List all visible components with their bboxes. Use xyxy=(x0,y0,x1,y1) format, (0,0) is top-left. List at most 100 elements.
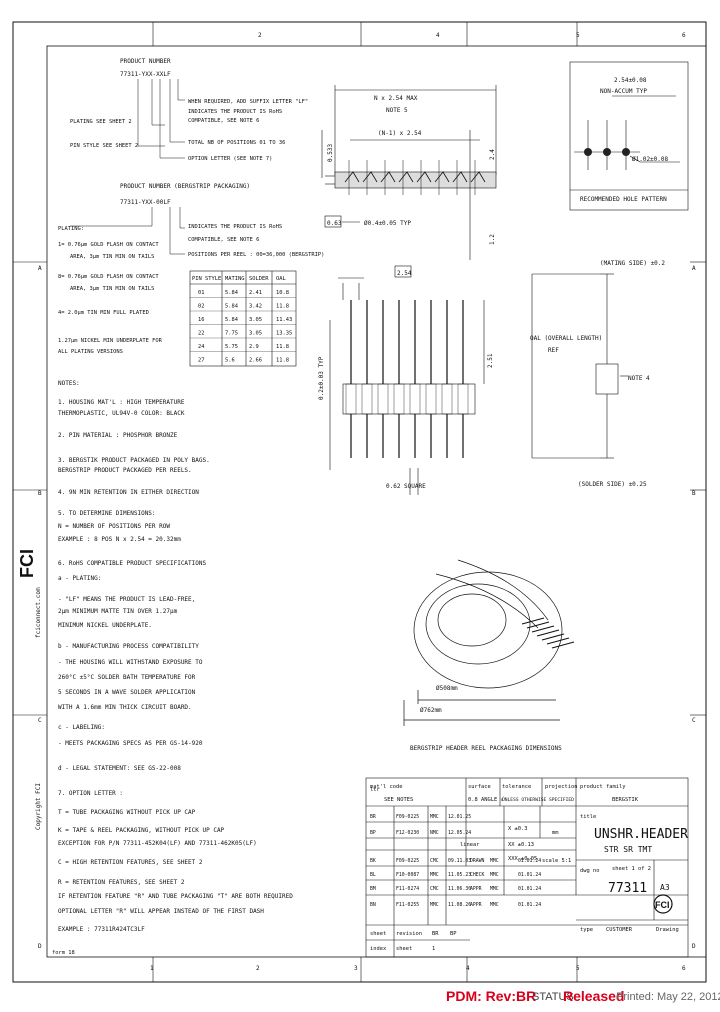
revision-cell: BK xyxy=(370,858,376,864)
zone-bottom-4: 4 xyxy=(466,965,470,972)
reel-header-pins xyxy=(521,617,575,649)
dim-12: 1.2 xyxy=(489,234,496,245)
revision-cell: MMC xyxy=(430,814,439,820)
dim-02: 0.2±0.03 TYP xyxy=(318,356,325,400)
note-line: 1. HOUSING MAT'L : HIGH TEMPERATURE xyxy=(58,399,185,406)
pin-table-cell: 01 xyxy=(198,290,205,296)
note-line: 2µm MINIMUM MATTE TIN OVER 1.27µm xyxy=(58,608,178,615)
plating-item-2: 8= 0.76µm GOLD FLASH ON CONTACT xyxy=(58,274,159,280)
reel-header-pin xyxy=(536,629,560,637)
reel-outer-dia: Ø762mm xyxy=(420,707,442,714)
fci-logo-titleblock: FCI xyxy=(653,894,673,914)
note-line: WITH A 1.6mm MIN THICK CIRCUIT BOARD. xyxy=(58,704,192,711)
tb-tolerance: UNLESS OTHERWISE SPECIFIED xyxy=(502,797,574,803)
note-line: 260°C ±5°C SOLDER BATH TEMPERATURE FOR xyxy=(58,674,196,681)
revision-cell: 11.08.26 xyxy=(448,902,471,908)
zone-top-6: 6 xyxy=(682,32,686,39)
sign-cell: 01.01.24 xyxy=(518,886,541,892)
reel-inner-dia: Ø508mm xyxy=(436,685,458,692)
tb-rev-prev: BP xyxy=(450,931,457,937)
reel-header-pin xyxy=(551,641,575,649)
pn2-note-0: INDICATES THE PRODUCT IS RoHS xyxy=(188,224,282,230)
revision-cell: F12-0230 xyxy=(396,830,419,836)
note-line: 5 SECONDS IN A WAVE SOLDER APPLICATION xyxy=(58,689,196,696)
side-view-pins xyxy=(344,160,486,195)
pin-table-cell: 3.05 xyxy=(249,317,262,323)
note-line: - THE HOUSING WILL WITHSTAND EXPOSURE TO xyxy=(58,659,203,666)
pin-table: PIN STYLE MATING SOLDER OAL xyxy=(192,276,286,282)
zone-bottom-3: 3 xyxy=(354,965,358,972)
pin-table-cell: 7.75 xyxy=(225,331,238,337)
pin-table-cell: 5.84 xyxy=(225,317,238,323)
pin-table-cell: 5.84 xyxy=(225,290,238,296)
revision-cell: 11.05.23 xyxy=(448,872,471,878)
dim-note4: NOTE 4 xyxy=(628,375,650,382)
dim-n-max: N x 2.54 MAX xyxy=(374,95,418,102)
pin-table-cell: 22 xyxy=(198,331,205,337)
tb-tolerance-label: tolerance xyxy=(502,784,531,790)
sign-cell: MMC xyxy=(490,902,499,908)
dim-ref: REF xyxy=(548,347,559,354)
revision-cell: 12.01.25 xyxy=(448,814,471,820)
hole xyxy=(622,148,630,156)
dim-n1: (N-1) x 2.54 xyxy=(378,130,422,137)
hole-pattern-box xyxy=(569,61,689,211)
front-view-cell xyxy=(409,383,421,415)
revision-cell: F11-0255 xyxy=(396,902,419,908)
tb-unit: mm xyxy=(552,830,559,836)
zone-bottom-1: 1 xyxy=(150,965,154,972)
dim-solder-side: (SOLDER SIDE) ±0.25 xyxy=(578,481,647,488)
sign-cell: CHECK xyxy=(470,872,485,878)
note-line: K = TAPE & REEL PACKAGING, WITHOUT PICK … xyxy=(58,827,225,834)
zone-bottom-6: 6 xyxy=(682,965,686,972)
front-view-cell xyxy=(457,383,469,415)
pn1-note-0: WHEN REQUIRED, ADD SUFFIX LETTER "LF" xyxy=(188,99,308,105)
tb-sheet-index: 1 xyxy=(432,946,435,952)
pin-table-cell: 02 xyxy=(198,304,205,310)
pin-table-cell: 11.43 xyxy=(276,317,292,323)
form-text: form 18 xyxy=(52,950,75,956)
tb-scale: scale 5:1 xyxy=(542,858,571,864)
zone-left-b: B xyxy=(38,490,42,497)
tb-projection-label: projection xyxy=(545,784,577,790)
reel-header-pin xyxy=(521,617,545,625)
pn2-leaders xyxy=(70,207,185,255)
side-view-pin xyxy=(344,171,360,183)
tb-dwg-no: 77311 xyxy=(608,881,647,896)
tb-rev-current: BR xyxy=(432,931,439,937)
dim-oal: OAL (OVERALL LENGTH) xyxy=(530,335,602,342)
revision-cell: BL xyxy=(370,872,376,878)
pin-table-cell: 27 xyxy=(198,358,205,364)
right-view xyxy=(531,273,628,459)
pin-table-cell: 2.9 xyxy=(249,344,259,350)
tb-rev-header: ltr xyxy=(370,787,380,793)
pn2-note-2: POSITIONS PER REEL : 00=36,000 (BERGSTRI… xyxy=(188,252,324,258)
hole-dia: Ø1.02±0.08 xyxy=(632,156,669,163)
reel-header-pin xyxy=(546,637,570,645)
note-line: 4. 9N MIN RETENTION IN EITHER DIRECTION xyxy=(58,489,199,496)
front-view-cell xyxy=(425,383,437,415)
revision-cell: BM xyxy=(370,886,376,892)
tb-sheet-index-label: sheet xyxy=(396,946,412,952)
printed-date: Printed: May 22, 2012 xyxy=(616,991,720,1003)
dim-254-box xyxy=(394,265,412,278)
reel-header-pin xyxy=(541,633,565,641)
pin-table-cell: 3.05 xyxy=(249,331,262,337)
pin-table-cell: 11.8 xyxy=(276,344,289,350)
tb-drawing-label: Drawing xyxy=(656,927,679,933)
revision-cell: 12.05.24 xyxy=(448,830,471,836)
pin-table-cell: 10.8 xyxy=(276,290,289,296)
zone-right-a: A xyxy=(692,265,696,272)
footer-status-bar: PDM: Rev:BR STATUS: Released Printed: Ma… xyxy=(0,986,720,1008)
note-line: 6. RoHS COMPATIBLE PRODUCT SPECIFICATION… xyxy=(58,560,206,567)
revision-cell: F10-0087 xyxy=(396,872,419,878)
product-number-2-code: 77311-YXX-00LF xyxy=(120,199,171,206)
note-line: THERMOPLASTIC, UL94V-0 COLOR: BLACK xyxy=(58,410,185,417)
pin-table-cell: 11.8 xyxy=(276,358,289,364)
side-view-pin xyxy=(398,171,414,183)
note-line: 7. OPTION LETTER : xyxy=(58,790,123,797)
note-line: N = NUMBER OF POSITIONS PER ROW xyxy=(58,523,170,530)
website-text: fciconnect.com xyxy=(35,587,42,638)
pin-table-cell: 11.8 xyxy=(276,304,289,310)
